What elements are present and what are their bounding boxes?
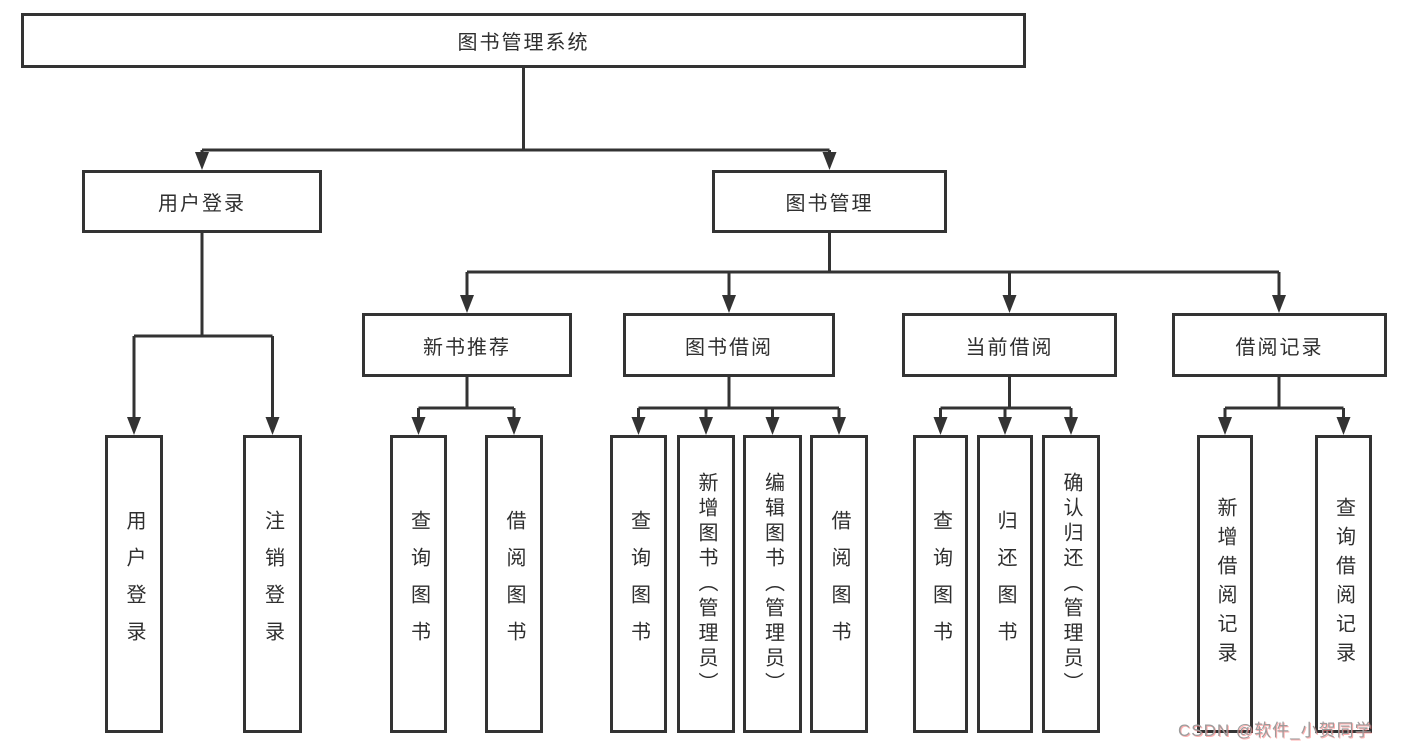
csdn-watermark: CSDN @软件_小贺同学	[1178, 721, 1373, 740]
arrow-down-icon	[195, 152, 209, 170]
node-label: 注销登录	[261, 510, 284, 658]
connector-root-to-level2	[200, 68, 831, 156]
leaf-user-login: 用户登录	[105, 435, 163, 733]
arrow-down-icon	[411, 417, 426, 435]
arrow-down-icon	[722, 295, 736, 313]
node-label: 图书管理	[785, 193, 874, 215]
connector-current-children	[939, 377, 1073, 420]
connector-book-mgmt-children	[465, 233, 1281, 298]
node-label: 查询图书	[407, 510, 430, 658]
connector-borrow-children	[637, 377, 841, 420]
node-label: 图书管理系统	[457, 32, 590, 54]
leaf-edit-books-admin: 编辑图书（管理员）	[743, 435, 802, 733]
leaf-return-books: 归还图书	[977, 435, 1033, 733]
arrow-down-icon	[765, 417, 780, 435]
node-label: 确认归还（管理员）	[1060, 471, 1082, 697]
leaf-query-books-current: 查询图书	[913, 435, 968, 733]
node-label: 当前借阅	[965, 336, 1054, 359]
node-label: 查询图书	[929, 510, 952, 658]
node-borrow-records: 借阅记录	[1172, 313, 1387, 377]
node-user-login: 用户登录	[82, 170, 322, 233]
node-book-borrow: 图书借阅	[623, 313, 835, 377]
connector-rec-children	[417, 377, 516, 420]
arrowheads	[127, 152, 1351, 435]
arrow-down-icon	[998, 417, 1012, 435]
arrow-down-icon	[1336, 417, 1351, 435]
arrow-down-icon	[265, 417, 280, 435]
arrow-down-icon	[822, 152, 837, 170]
node-label: 图书借阅	[685, 336, 773, 359]
node-label: 借阅记录	[1235, 336, 1324, 359]
node-label: 编辑图书（管理员）	[761, 471, 784, 697]
node-label: 新增图书（管理员）	[695, 471, 717, 697]
connector-user-login-children	[132, 233, 274, 420]
arrow-down-icon	[631, 417, 646, 435]
leaf-logout: 注销登录	[243, 435, 302, 733]
arrow-down-icon	[699, 417, 713, 435]
arrow-down-icon	[1272, 295, 1286, 313]
node-label: 查询借阅记录	[1332, 497, 1355, 671]
leaf-add-books-admin: 新增图书（管理员）	[677, 435, 735, 733]
node-label: 借阅图书	[503, 510, 525, 658]
arrow-down-icon	[1002, 295, 1017, 313]
node-label: 用户登录	[158, 193, 246, 215]
node-label: 查询图书	[627, 510, 650, 658]
node-current-borrow: 当前借阅	[902, 313, 1117, 377]
arrow-down-icon	[507, 417, 521, 435]
arrow-down-icon	[1218, 417, 1232, 435]
node-label: 归还图书	[994, 510, 1016, 658]
node-new-book-recommend: 新书推荐	[362, 313, 572, 377]
connector-record-children	[1223, 377, 1345, 420]
node-label: 新书推荐	[423, 336, 511, 359]
node-label: 借阅图书	[828, 510, 850, 658]
node-label: 新增借阅记录	[1214, 497, 1236, 671]
leaf-add-borrow-record: 新增借阅记录	[1197, 435, 1253, 733]
leaf-confirm-return-admin: 确认归还（管理员）	[1042, 435, 1100, 733]
arrow-down-icon	[127, 417, 141, 435]
node-root-system: 图书管理系统	[21, 13, 1026, 68]
node-book-management: 图书管理	[712, 170, 947, 233]
leaf-borrow-books-recommend: 借阅图书	[485, 435, 543, 733]
leaf-query-books-recommend: 查询图书	[390, 435, 447, 733]
arrow-down-icon	[933, 417, 948, 435]
leaf-query-borrow-record: 查询借阅记录	[1315, 435, 1372, 733]
leaf-borrow-books: 借阅图书	[810, 435, 868, 733]
leaf-query-books-borrow: 查询图书	[610, 435, 667, 733]
arrow-down-icon	[832, 417, 846, 435]
arrow-down-icon	[460, 295, 474, 313]
node-label: 用户登录	[123, 510, 145, 658]
arrow-down-icon	[1064, 417, 1078, 435]
